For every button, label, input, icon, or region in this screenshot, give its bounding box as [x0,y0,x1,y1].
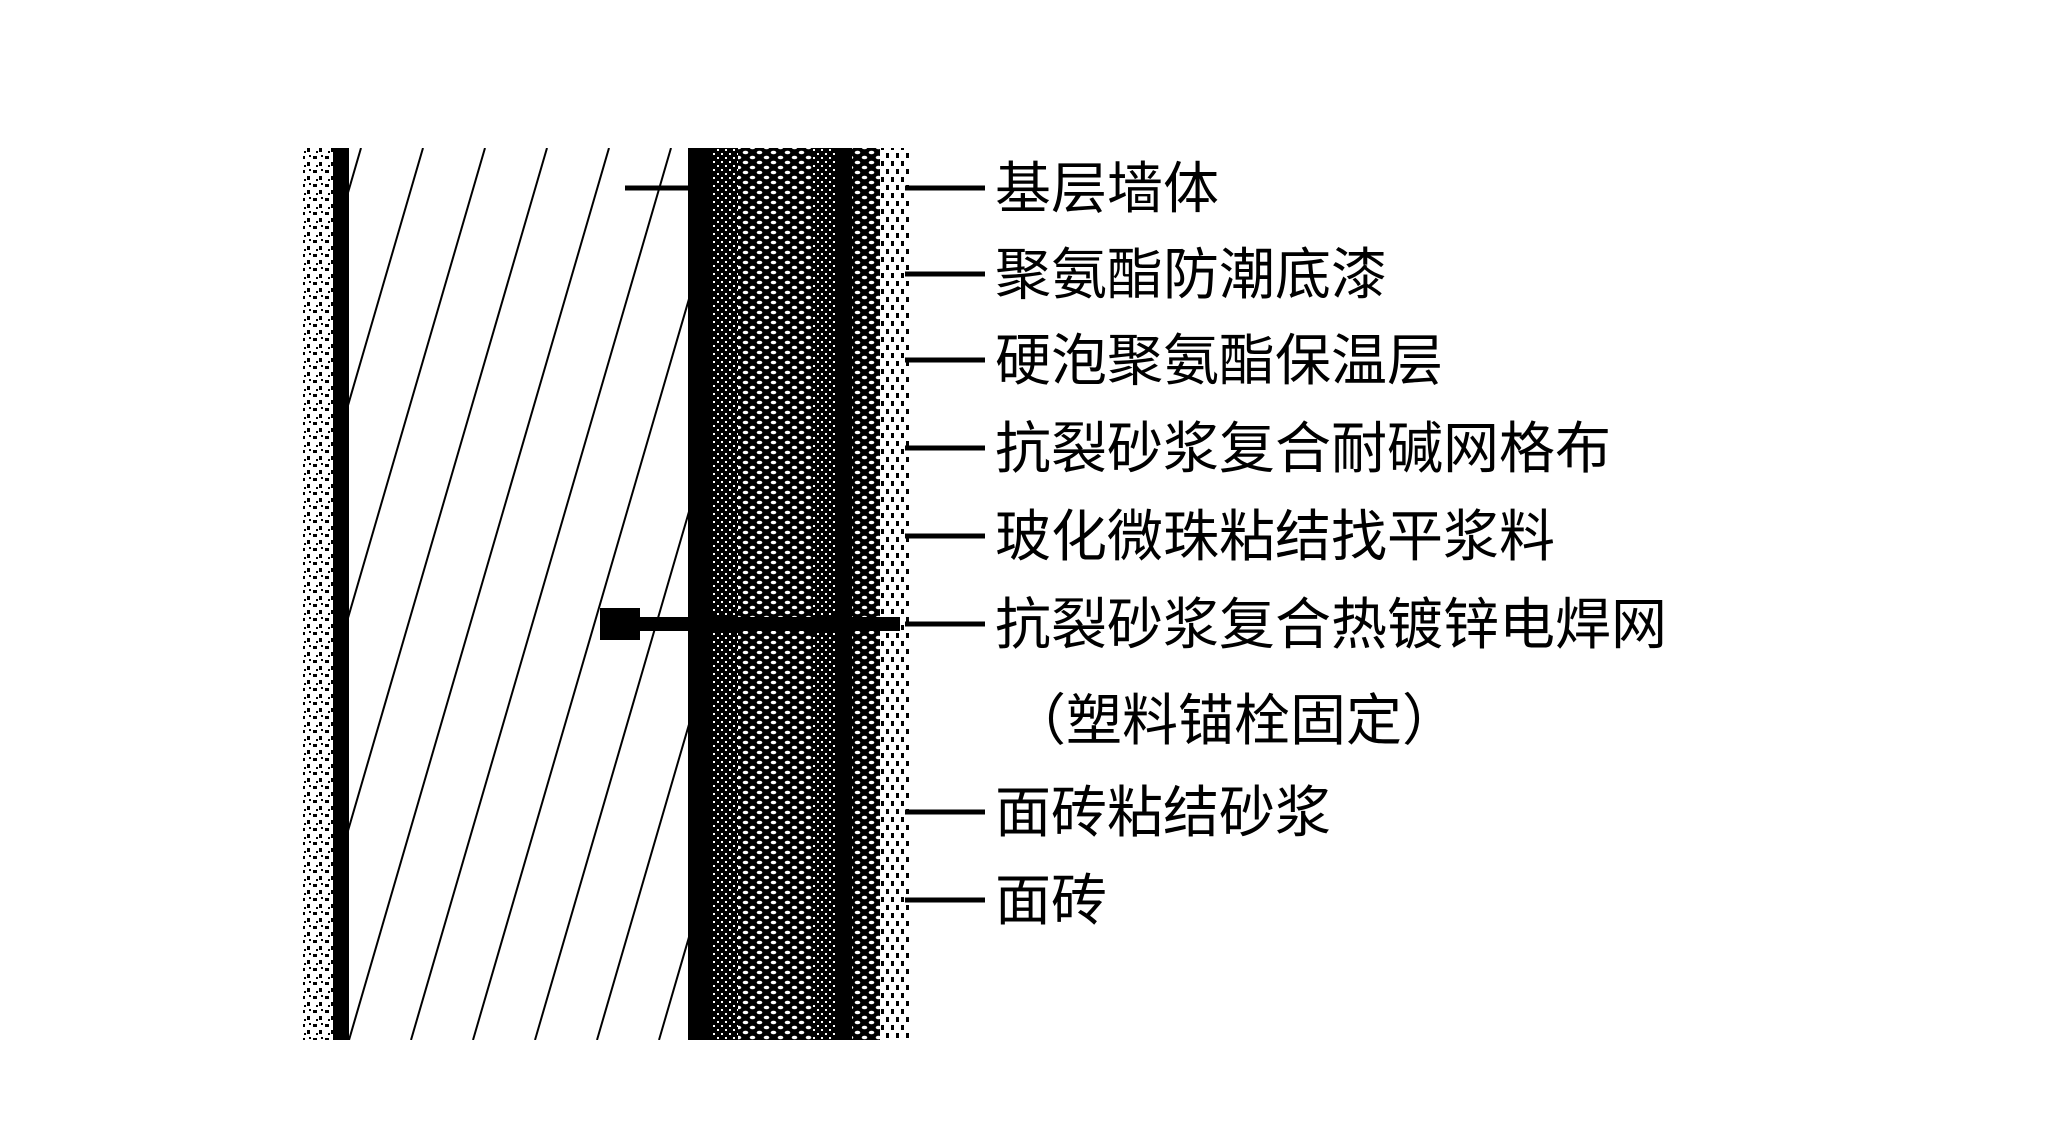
hatch-line [0,148,113,1040]
interior-plaster-edge [333,148,349,1040]
label-face-tile: 面砖 [995,869,1107,934]
label-pu-primer: 聚氨酯防潮底漆 [995,243,1387,308]
mesh-mortar-band [812,148,836,1040]
hatch-line [0,148,175,1040]
label-anti-crack-mesh: 抗裂砂浆复合耐碱网格布 [995,417,1611,482]
mesh-band-dark [836,148,852,1040]
hatch-line [349,148,486,619]
hatch-line [0,148,237,1040]
hatch-line [349,148,424,406]
hatch-line [349,148,548,831]
leader-lines [625,185,985,903]
interior-plaster-strip [303,148,333,1040]
hatch-line [39,148,299,1040]
label-anchor-note: （塑料锚栓固定） [1010,689,1458,754]
inner-mortar-band [712,148,738,1040]
label-tile-adhesive: 面砖粘结砂浆 [995,781,1331,846]
primer-band [688,148,712,1040]
label-base-wall: 基层墙体 [995,157,1219,222]
foam-insulation-band [738,148,812,1040]
anchor-bolt [600,617,900,631]
anchor-head [600,608,640,640]
hatch-line [349,148,610,1040]
hatch-line [596,724,688,1040]
hatch-line [410,148,672,1040]
label-welded-mesh: 抗裂砂浆复合热镀锌电焊网 [995,593,1667,658]
hatch-line [472,298,688,1040]
leveling-band [852,148,880,1040]
base-wall-hatch [0,148,688,1040]
hatch-line [534,511,688,1040]
label-pu-foam-insulation: 硬泡聚氨酯保温层 [995,329,1443,394]
hatch-line [0,148,51,1040]
face-tile-band [880,148,910,1040]
label-glass-bead-leveling: 玻化微珠粘结找平浆料 [995,505,1555,570]
